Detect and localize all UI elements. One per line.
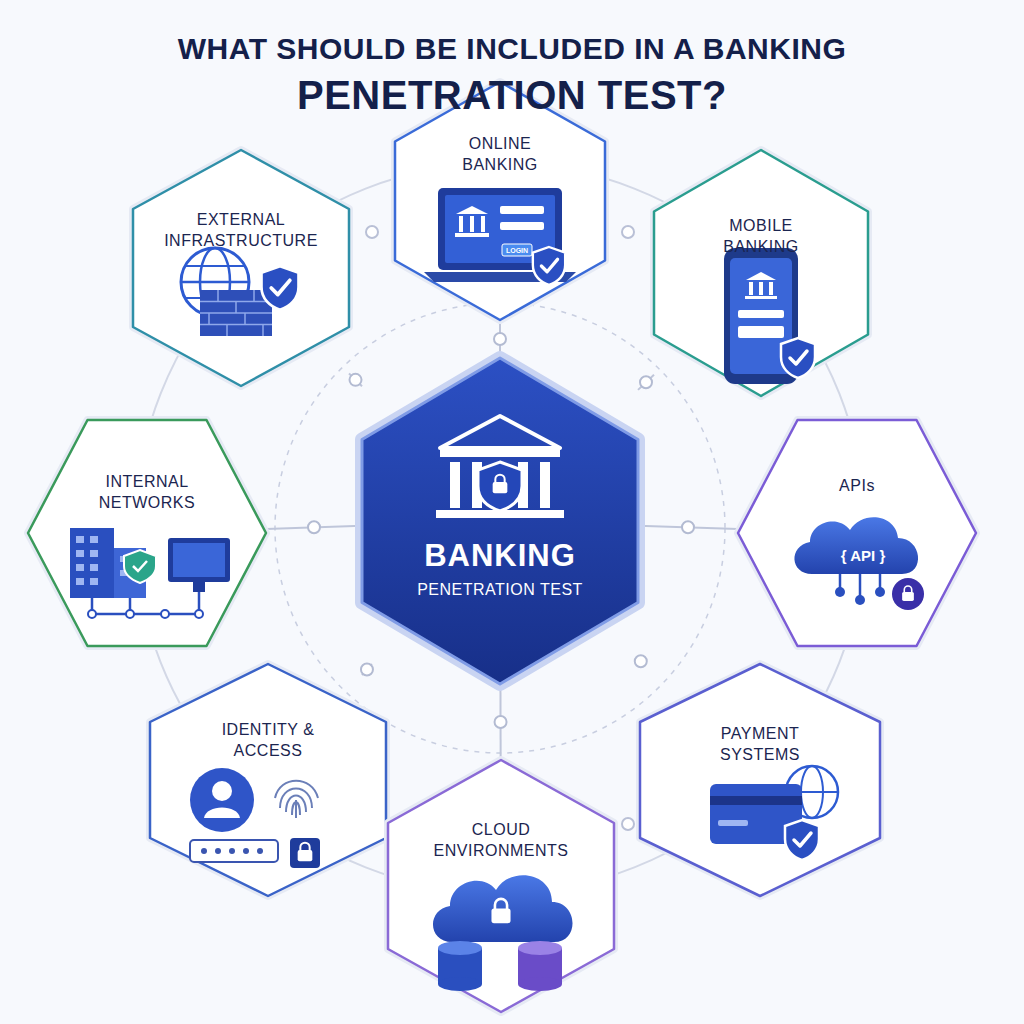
topic-hexagon: EXTERNAL INFRASTRUCTURE <box>133 150 349 386</box>
buildings-icon <box>70 528 230 618</box>
title-text: WHAT SHOULD BE INCLUDED IN A BANKING PEN… <box>142 20 882 120</box>
connector-dot <box>495 716 507 728</box>
cloud-db-icon <box>433 875 573 991</box>
icon-label: { API } <box>818 547 908 565</box>
hexagon-outline <box>150 664 386 896</box>
topic-label: EXTERNAL INFRASTRUCTURE <box>154 210 329 252</box>
identity-icon <box>190 768 320 868</box>
connector-line <box>349 373 362 386</box>
phone-icon <box>724 248 815 384</box>
topic-label: ONLINE BANKING <box>435 134 565 176</box>
button-label: LOGIN <box>502 247 532 255</box>
inner-dashed-ring <box>275 303 725 753</box>
connector-dot <box>350 374 362 386</box>
topic-label: INTERNAL NETWORKS <box>82 472 212 514</box>
hexagon-outline <box>395 82 605 320</box>
center-subheading: PENETRATION TEST <box>417 580 583 601</box>
center-heading: BANKING <box>424 536 576 576</box>
api-cloud-icon <box>794 517 924 610</box>
laptop-icon <box>424 188 576 285</box>
topic-hexagon: CLOUD ENVIRONMENTS <box>388 760 614 1012</box>
connector-dot <box>682 521 694 533</box>
connector-dot <box>361 664 373 676</box>
connector-dot <box>635 655 647 667</box>
hexagon-outline <box>28 420 266 646</box>
bank-icon <box>436 416 564 518</box>
hexagon-outline <box>388 760 614 1012</box>
payment-icon <box>710 766 838 860</box>
center-hexagon: BANKING PENETRATION TEST <box>362 358 638 684</box>
topic-hexagon: IDENTITY & ACCESS <box>150 664 386 896</box>
topic-label: MOBILE BANKING <box>696 216 826 258</box>
globe-firewall-icon <box>181 248 299 336</box>
hexagon-outline <box>738 420 976 646</box>
hexagon-outline <box>362 358 638 684</box>
title-area: WHAT SHOULD BE INCLUDED IN A BANKING PEN… <box>0 20 1024 120</box>
topic-hexagon: INTERNAL NETWORKS <box>28 420 266 646</box>
topic-label: CLOUD ENVIRONMENTS <box>421 820 581 862</box>
connector-dot <box>308 521 320 533</box>
connector-dot <box>640 376 652 388</box>
topic-hexagon: APIs <box>738 420 976 646</box>
topic-label: APIs <box>839 476 875 497</box>
topic-hexagon: ONLINE BANKING <box>395 82 605 320</box>
topic-hexagon: MOBILE BANKING <box>654 150 868 396</box>
connector-line <box>638 375 654 390</box>
topic-label: IDENTITY & ACCESS <box>203 720 333 762</box>
topic-hexagon: PAYMENT SYSTEMS <box>640 664 880 896</box>
hexagon-outline <box>654 150 868 396</box>
connector-dot <box>494 333 506 345</box>
topic-label: PAYMENT SYSTEMS <box>695 724 825 766</box>
hexagon-outline <box>133 150 349 386</box>
hexagon-outline <box>640 664 880 896</box>
database-cylinders <box>438 941 562 991</box>
